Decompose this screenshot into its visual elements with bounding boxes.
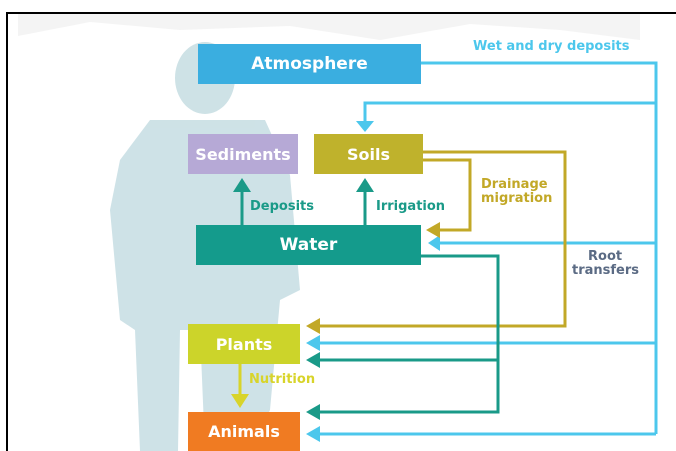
arrowhead-animals-teal (306, 404, 320, 420)
label-root: Root (588, 250, 622, 264)
arrowhead-animals-yellow (231, 394, 249, 408)
node-water: Water (196, 225, 421, 265)
arrowhead-water-olive (426, 222, 440, 238)
arrowhead-sediments (233, 178, 251, 192)
node-soils: Soils (314, 134, 423, 174)
label-deposits: Deposits (250, 200, 314, 214)
node-plants: Plants (188, 324, 300, 364)
label-irrigation: Irrigation (376, 200, 445, 214)
arrowhead-plants-cyan (306, 335, 320, 351)
node-animals: Animals (188, 412, 300, 451)
arrowhead-animals-cyan (306, 426, 320, 442)
arrowhead-water-cyan (428, 235, 440, 251)
node-sediments: Sediments (188, 134, 298, 174)
node-atmosphere: Atmosphere (198, 44, 421, 84)
arrowhead-soils-teal (356, 178, 374, 192)
label-nutrition: Nutrition (249, 373, 315, 387)
frame-border-left (6, 12, 8, 451)
arrowhead-plants-olive (306, 318, 320, 334)
arrowhead-soils (356, 121, 374, 132)
label-migration: migration (481, 192, 552, 206)
arrowhead-plants-teal (306, 352, 320, 368)
label-transfers: transfers (572, 264, 639, 278)
label-drainage: Drainage (481, 178, 548, 192)
frame-border-top (6, 12, 676, 14)
label-wet-dry-deposits: Wet and dry deposits (473, 40, 630, 54)
